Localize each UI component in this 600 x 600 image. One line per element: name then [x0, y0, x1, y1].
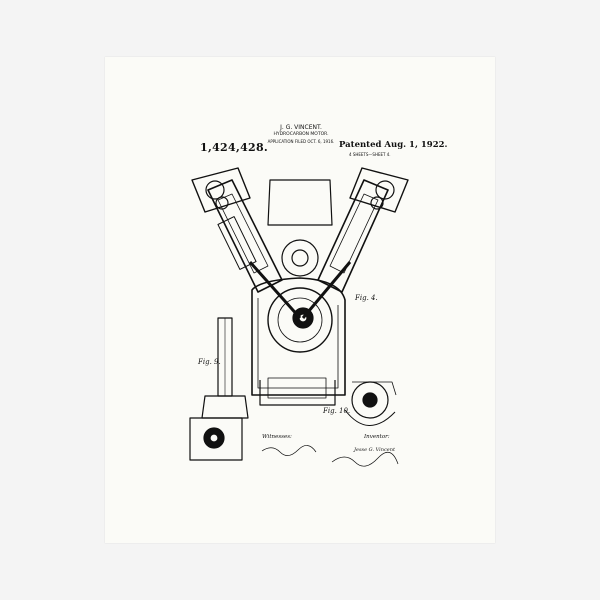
figure-10-label: Fig. 10.	[323, 407, 351, 415]
sheet-count: 4 SHEETS—SHEET 4.	[349, 152, 391, 157]
inventor-name: Jesse G. Vincent	[354, 447, 395, 453]
patented-date: Patented Aug. 1, 1922.	[339, 140, 448, 150]
witnesses-label: Witnesses:	[262, 434, 292, 440]
filed-date: APPLICATION FILED OCT. 6, 1916.	[267, 139, 335, 144]
inventor-header: J. G. VINCENT.	[280, 124, 322, 131]
figure-4-label: Fig. 4.	[355, 294, 378, 302]
art-print-sheet	[105, 57, 495, 543]
patent-title: HYDROCARBON MOTOR.	[273, 132, 329, 137]
patent-number: 1,424,428.	[200, 141, 269, 154]
inventor-label: Inventor:	[364, 434, 390, 440]
figure-9-label: Fig. 9.	[198, 358, 221, 366]
